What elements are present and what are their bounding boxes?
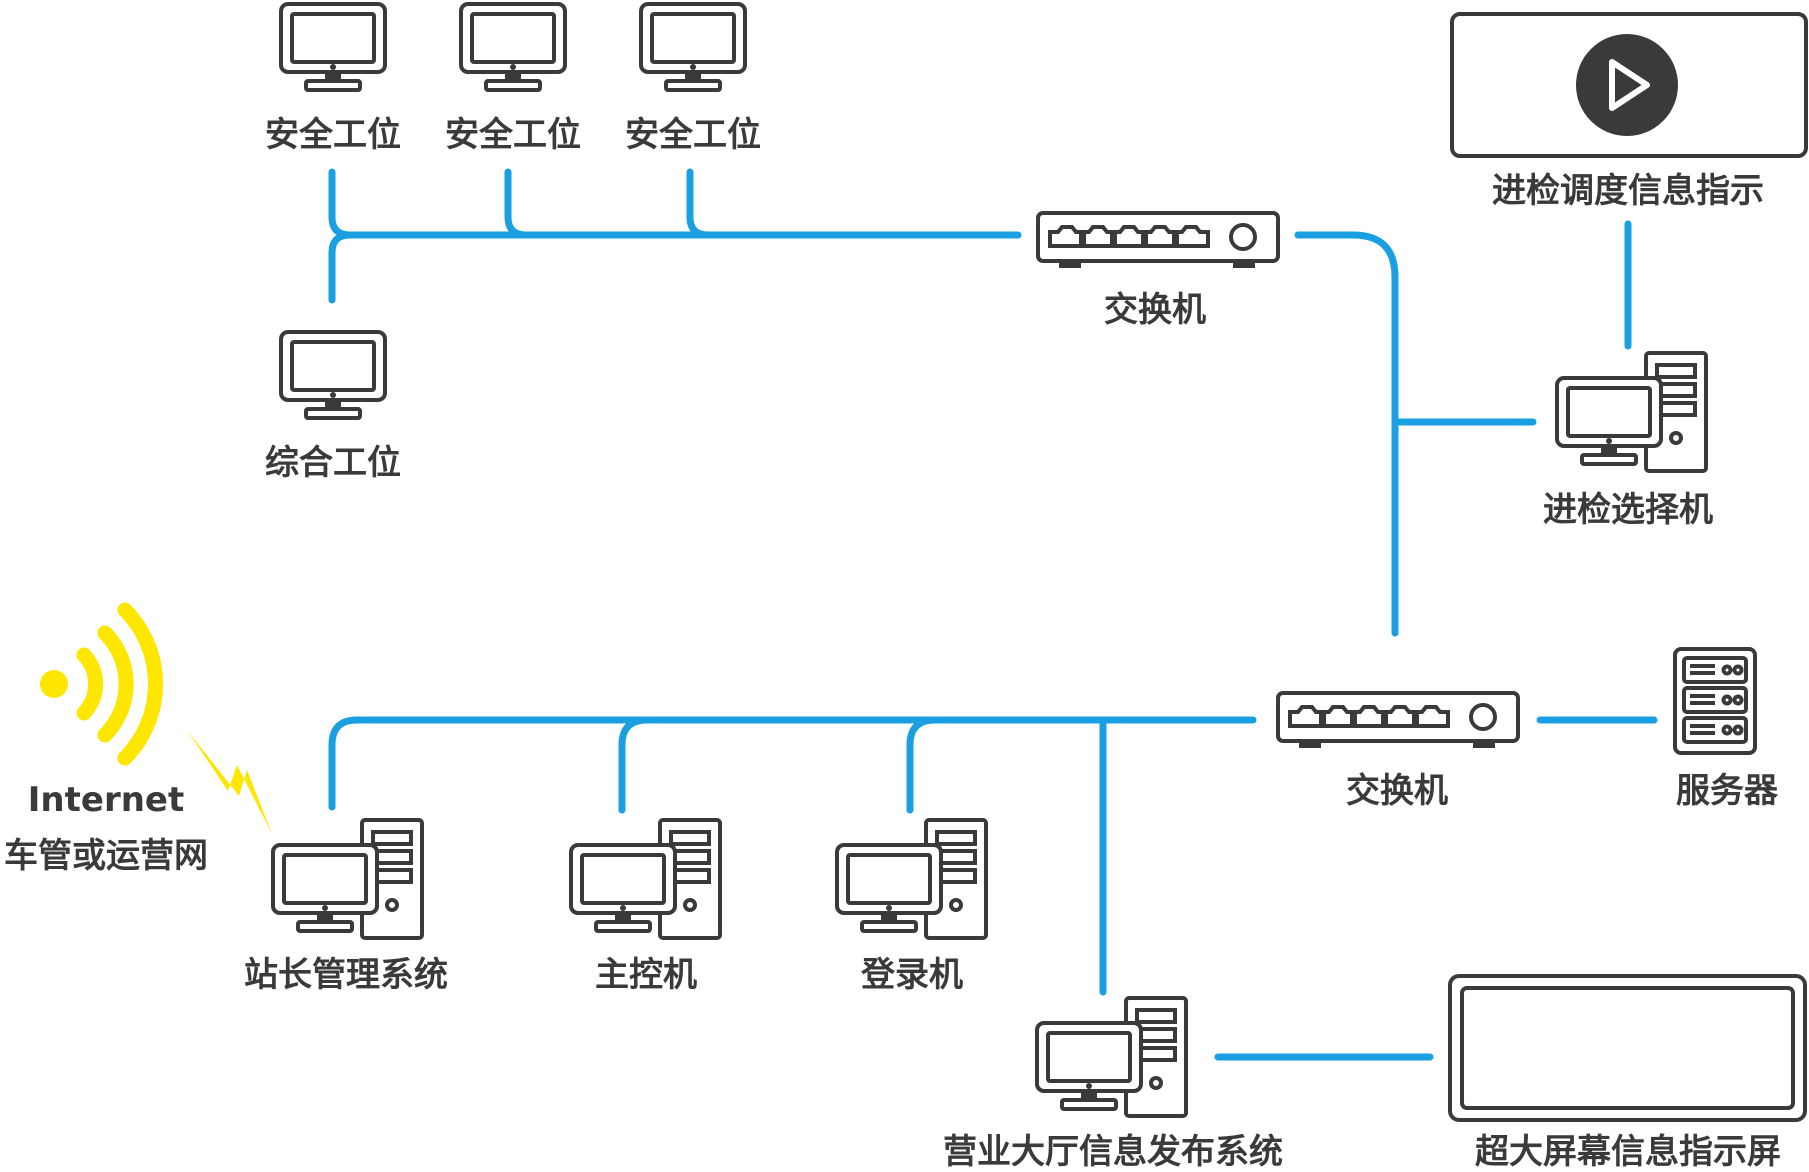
hall-info-system-label: 营业大厅信息发布系统 xyxy=(943,1132,1283,1172)
big-screen-label: 超大屏幕信息指示屏 xyxy=(1475,1132,1781,1172)
switch-icon xyxy=(1036,211,1280,270)
security-workstation-label: 安全工位 xyxy=(445,115,581,155)
switch-label: 交换机 xyxy=(1104,290,1206,330)
security-workstation-label: 安全工位 xyxy=(265,115,401,155)
desktop-pc-icon xyxy=(1555,351,1708,473)
monitor-icon xyxy=(279,2,387,92)
desktop-pc-icon xyxy=(1035,996,1188,1118)
dispatch-display-label: 进检调度信息指示 xyxy=(1492,171,1764,211)
lightning-bolt-icon xyxy=(187,730,272,834)
desktop-pc-icon xyxy=(271,818,424,940)
selector-label: 进检选择机 xyxy=(1543,490,1713,530)
desktop-pc-icon xyxy=(835,818,988,940)
desktop-pc-icon xyxy=(569,818,722,940)
monitor-icon xyxy=(459,2,567,92)
login-machine-label: 登录机 xyxy=(861,955,963,995)
internet-label: Internet xyxy=(27,780,185,820)
network-cables xyxy=(328,168,1658,1061)
station-management-label: 站长管理系统 xyxy=(244,955,448,995)
general-workstation-label: 综合工位 xyxy=(265,443,401,483)
large-screen-icon xyxy=(1448,974,1807,1122)
server-label: 服务器 xyxy=(1676,771,1778,811)
switch-icon xyxy=(1276,691,1520,750)
play-screen-icon xyxy=(1450,12,1808,158)
security-workstation-label: 安全工位 xyxy=(625,115,761,155)
wireless-signal-icon xyxy=(40,602,164,766)
internet-network-label: 车管或运营网 xyxy=(4,836,208,876)
server-icon xyxy=(1673,647,1757,755)
monitor-icon xyxy=(639,2,747,92)
master-controller-label: 主控机 xyxy=(595,955,697,995)
switch-label: 交换机 xyxy=(1346,771,1448,811)
monitor-icon xyxy=(279,330,387,420)
